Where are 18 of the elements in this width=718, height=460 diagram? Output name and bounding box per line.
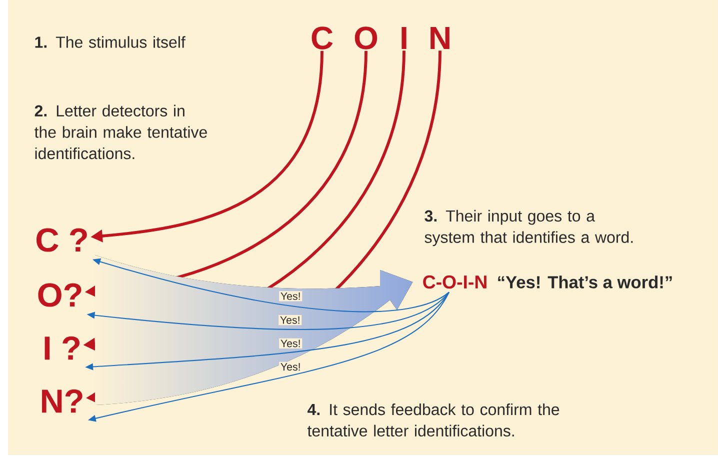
stimulus-letter: O	[354, 26, 378, 50]
detected-letter: N?	[42, 389, 82, 413]
detected-letter: C ?	[36, 228, 87, 252]
note-text: 1. The stimulus itself	[35, 36, 186, 48]
word-label: C-O-I-N	[423, 275, 486, 289]
note-text: 4. It sends feedback to confirm the tentative letter identifications.	[308, 403, 560, 437]
exclamation-text: “Yes! That’s a word!”	[498, 276, 672, 288]
detected-letter: O?	[38, 283, 82, 307]
detected-letter: I ?	[44, 336, 80, 360]
stimulus-letter: C	[312, 26, 333, 50]
stimulus-letter: N	[430, 26, 450, 49]
edge-label: Yes!	[280, 316, 300, 324]
edge-label: Yes!	[280, 340, 300, 348]
stimulus-letter: I	[402, 26, 406, 49]
edge-label: Yes!	[280, 292, 300, 300]
edge-label: Yes!	[280, 363, 300, 371]
note-text: 2. Letter detectors in the brain make tentative identifications.	[34, 104, 207, 160]
note-text: 3. Their input goes to a system that identifies a word.	[424, 210, 633, 246]
